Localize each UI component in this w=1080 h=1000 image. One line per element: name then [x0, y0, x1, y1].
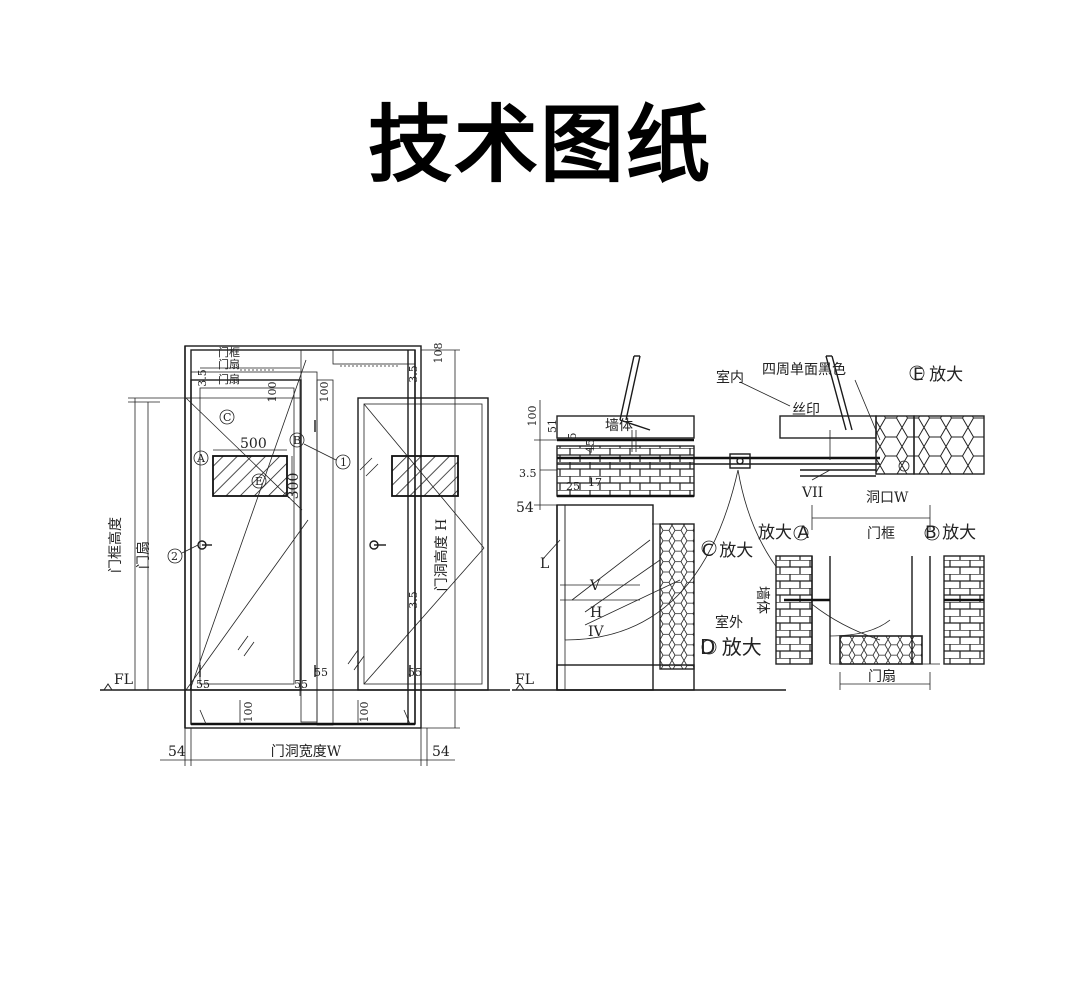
marker-b: B [293, 434, 301, 447]
vision-panel-left [212, 455, 288, 497]
dim-55-d: 55 [408, 666, 422, 679]
enlarge-e-label: E 放大 [913, 365, 963, 385]
l-mark: L [540, 556, 549, 572]
dim-100-bottom-2: 100 [358, 702, 371, 723]
dim-3-5-b: 3.5 [407, 365, 420, 383]
floor-label-section: FL [515, 672, 534, 688]
iv-mark: IV [588, 624, 605, 640]
leaf-top-label-1: 门扇 [218, 357, 240, 371]
section-dim-45: 45 [584, 439, 597, 453]
wall-top-label: 墙体 [605, 418, 633, 434]
section-dim-17: 17 [588, 476, 602, 489]
section-dim-100: 100 [526, 406, 539, 427]
enlarge-a-label: 放大 A [758, 523, 809, 543]
opening-outline [184, 345, 422, 729]
right-core-detail [913, 415, 985, 475]
marker-2: 2 [171, 550, 178, 563]
enlarge-c-label: C 放大 [702, 541, 753, 561]
dim-54-left: 54 [168, 744, 186, 760]
leaf-section-core [839, 635, 923, 665]
leaf-top-label-2: 门扇 [218, 372, 240, 386]
dim-100-top2: 100 [318, 382, 331, 403]
section-dim-25: 25 [566, 480, 580, 493]
section-dim-51: 51 [546, 419, 559, 433]
frame-height-label: 门框高度 [107, 517, 124, 573]
indoor-label: 室内 [716, 369, 744, 386]
dim-300: 300 [286, 473, 302, 500]
marker-c: C [223, 411, 231, 424]
dim-55-b: 55 [294, 678, 308, 691]
door-elevation [100, 345, 510, 766]
marker-1: 1 [340, 456, 347, 469]
opening-width-label: 门洞宽度W [271, 743, 342, 760]
silkscreen-edge-label: 四周单面黑色 [762, 361, 846, 378]
page-title: 技术图纸 [367, 96, 712, 194]
marker-e: E [255, 475, 263, 488]
wall-side-label: 墙体 [754, 586, 770, 614]
leaf-label: 门扇 [136, 541, 152, 569]
dim-55-a: 55 [196, 678, 210, 691]
silkscreen-label: 丝印 [792, 402, 820, 418]
h-mark: H [590, 605, 602, 621]
dim-55-c: 55 [314, 666, 328, 679]
section-dim-3-5: 3.5 [519, 467, 537, 480]
dim-100-top: 100 [266, 382, 279, 403]
section-dim-54: 54 [516, 500, 534, 516]
enlarge-d-label: D 放大 [700, 635, 762, 659]
enlarge-b-label: B 放大 [925, 523, 976, 543]
elevation-labels: 门框高度 门扇 门框 门扇 门扇 门洞高度 H 门洞宽度W FL 54 54 5… [107, 343, 450, 761]
dim-500: 500 [240, 436, 267, 452]
vision-panel-right [391, 455, 459, 497]
dim-3-5-a: 3.5 [196, 369, 209, 387]
leaf-section-label: 门扇 [868, 669, 896, 685]
frame-top-label: 门框 [218, 345, 240, 359]
v-mark: V [589, 578, 601, 594]
right-brick-column [943, 555, 985, 665]
dim-54-right: 54 [432, 744, 450, 760]
vii-label: VII [801, 485, 823, 501]
dim-3-5-c: 3.5 [407, 591, 420, 609]
outdoor-label: 室外 [715, 614, 743, 631]
left-brick-column [775, 555, 813, 665]
marker-a: A [196, 452, 206, 465]
dim-100-bottom-1: 100 [242, 702, 255, 723]
floor-label-left: FL [114, 672, 133, 688]
section-dim-5: 5 [566, 433, 579, 440]
opening-w-label: 洞口W [866, 490, 909, 506]
section-labels: 室内 四周单面黑色 E 放大 丝印 墙体 洞口W VII 100 51 3.5 … [515, 361, 976, 688]
opening-height-label: 门洞高度 H [433, 519, 450, 592]
frame-label: 门框 [867, 526, 895, 542]
dim-108: 108 [432, 343, 445, 364]
door-section [512, 355, 985, 691]
